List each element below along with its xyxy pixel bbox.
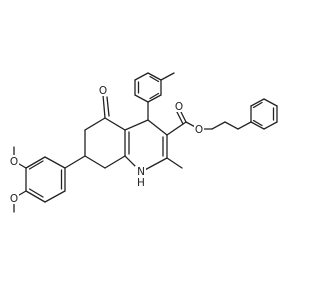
bond	[224, 121, 239, 130]
bond	[147, 72, 162, 81]
molecule-structure-diagram: O O O O O N H	[9, 72, 278, 213]
bond	[147, 119, 168, 136]
bond	[28, 160, 44, 170]
bond	[149, 75, 160, 83]
atom-label-oxygen: O	[195, 124, 203, 136]
atom-label-oxygen: O	[10, 193, 18, 205]
bond	[160, 72, 175, 81]
bond	[25, 190, 46, 203]
atom-label-hydrogen: H	[137, 177, 145, 189]
bond	[252, 119, 263, 127]
atom-label-oxygen: O	[175, 101, 183, 113]
bond	[147, 94, 162, 103]
bond	[263, 121, 278, 130]
atom-label-nitrogen: N	[137, 166, 145, 178]
bond	[102, 94, 106, 119]
bond	[25, 156, 46, 169]
bond	[237, 121, 252, 130]
bond-layer	[13, 72, 278, 213]
bond	[104, 117, 126, 131]
bond	[252, 101, 263, 109]
bond	[175, 109, 184, 125]
bond	[106, 96, 110, 117]
bond	[44, 156, 66, 169]
atom-label-oxygen: O	[99, 85, 107, 97]
bond	[263, 98, 278, 107]
bond	[28, 188, 44, 198]
bond	[250, 98, 265, 107]
bond	[124, 119, 149, 131]
bond	[64, 155, 86, 169]
atom-label-layer: O O O O O N H	[9, 84, 204, 205]
bond	[250, 121, 265, 130]
bond	[166, 157, 183, 169]
bond	[134, 72, 149, 81]
atom-label-oxygen: O	[10, 156, 18, 168]
bond	[166, 121, 187, 136]
bond	[149, 92, 160, 100]
bond	[84, 155, 106, 169]
bond	[44, 190, 66, 203]
bond	[211, 121, 226, 130]
bond	[84, 117, 106, 131]
bond	[134, 94, 149, 103]
bond	[104, 155, 126, 169]
